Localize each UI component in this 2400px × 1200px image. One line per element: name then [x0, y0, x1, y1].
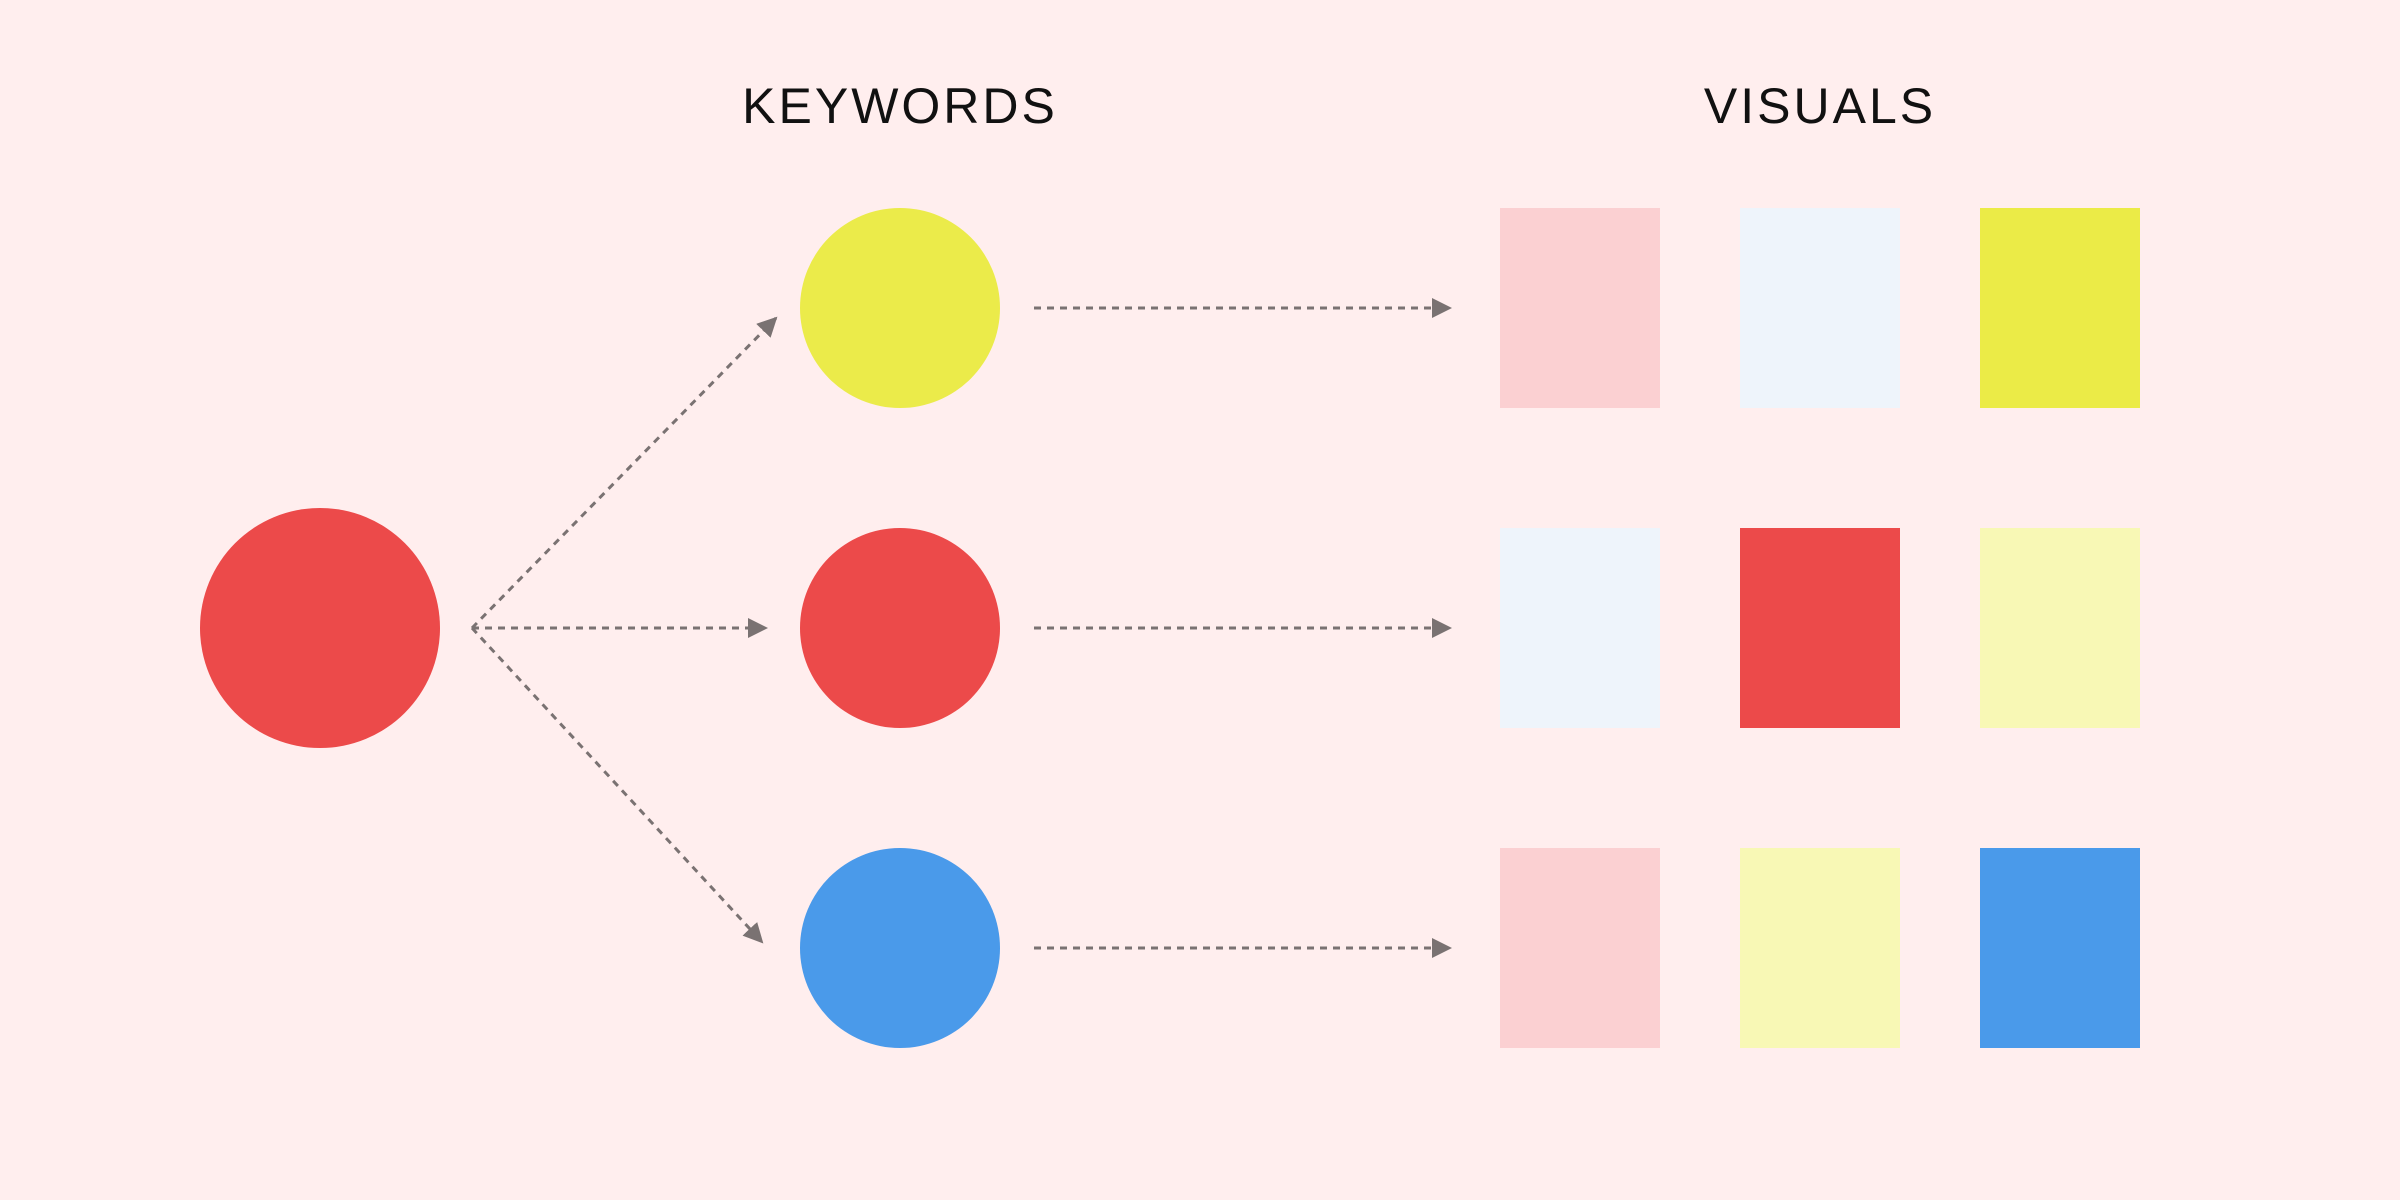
visual-swatch-1-2	[1740, 208, 1900, 408]
visual-swatch-2-1	[1500, 528, 1660, 728]
visual-swatch-2-3	[1980, 528, 2140, 728]
connectors-layer	[470, 298, 1452, 958]
visual-swatch-3-3	[1980, 848, 2140, 1048]
source-node	[200, 508, 440, 748]
keyword-node-3	[800, 848, 1000, 1048]
visuals-heading: VISUALS	[1703, 78, 1937, 134]
nodes-layer	[200, 208, 2140, 1048]
keyword-node-2	[800, 528, 1000, 728]
keyword-node-1	[800, 208, 1000, 408]
visual-swatch-3-1	[1500, 848, 1660, 1048]
source-to-keyword-arrow-1	[470, 316, 778, 630]
visual-swatch-3-2	[1740, 848, 1900, 1048]
keywords-heading: KEYWORDS	[742, 78, 1058, 134]
visual-swatch-2-2	[1740, 528, 1900, 728]
source-to-keyword-arrow-3	[470, 626, 764, 944]
visual-swatch-1-1	[1500, 208, 1660, 408]
visual-swatch-1-3	[1980, 208, 2140, 408]
